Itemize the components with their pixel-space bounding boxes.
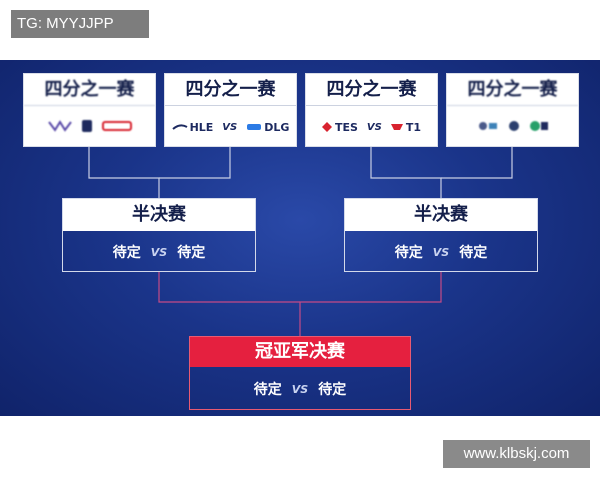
dlg-logo-icon [247, 124, 262, 130]
connector-qf4 [441, 147, 513, 179]
quarterfinal-card-2: 四分之一赛 HLE VS DLG [164, 73, 297, 147]
team-logo-2 [81, 119, 93, 136]
final-card: 冠亚军决赛 待定 VS 待定 [189, 336, 411, 410]
team-logo-6 [529, 120, 549, 135]
bracket-connectors [88, 147, 513, 336]
connector-qf3 [370, 147, 442, 198]
quarterfinal-card-3: 四分之一赛 TES VS T1 [305, 73, 438, 147]
vs-label: VS [432, 245, 450, 259]
vs-label: VS [150, 245, 168, 259]
connector-qf1 [88, 147, 160, 198]
vs-label: VS [366, 121, 382, 133]
hle-logo-icon [171, 124, 188, 130]
team-hle: HLE [171, 121, 213, 134]
tes-logo-icon [321, 122, 332, 132]
final-title: 冠亚军决赛 [190, 337, 410, 367]
semifinal-match: 待定 VS 待定 [63, 231, 255, 273]
team-logo-1 [47, 119, 72, 135]
quarterfinal-match: HLE VS DLG [165, 106, 296, 148]
quarterfinal-match [24, 106, 155, 148]
team-a-tbd: 待定 [112, 245, 141, 261]
semifinal-card-1: 半决赛 待定 VS 待定 [62, 198, 256, 272]
semifinal-title: 半决赛 [345, 199, 537, 231]
watermark-bottom: www.klbskj.com [443, 440, 590, 468]
semifinal-title: 半决赛 [63, 199, 255, 231]
team-b-tbd: 待定 [177, 245, 206, 261]
quarterfinal-card-4: 四分之一赛 [446, 73, 579, 147]
connector-qf2 [159, 147, 231, 179]
quarterfinal-title: 四分之一赛 [24, 74, 155, 106]
team-tes: TES [321, 121, 358, 134]
t1-logo-icon [390, 124, 403, 130]
quarterfinal-title: 四分之一赛 [165, 74, 296, 106]
team-a-tbd: 待定 [253, 382, 282, 398]
quarterfinal-match: TES VS T1 [306, 106, 437, 148]
quarterfinal-match [447, 106, 578, 148]
team-logo-5 [508, 120, 520, 135]
connector-sf1 [158, 272, 300, 303]
team-logo-4 [477, 120, 499, 135]
quarterfinal-title: 四分之一赛 [306, 74, 437, 106]
watermark-top: TG: MYYJJPP [11, 10, 149, 38]
semifinal-card-2: 半决赛 待定 VS 待定 [344, 198, 538, 272]
team-logo-3 [101, 120, 132, 135]
team-b-tbd: 待定 [318, 382, 347, 398]
quarterfinal-title: 四分之一赛 [447, 74, 578, 106]
vs-label: VS [291, 382, 309, 396]
bracket-panel: 四分之一赛 四分之一赛 HLE VS DLG [0, 60, 600, 416]
team-dlg: DLG [246, 121, 289, 134]
team-t1: T1 [390, 121, 421, 134]
vs-label: VS [222, 121, 238, 133]
final-match: 待定 VS 待定 [190, 367, 410, 411]
quarterfinal-card-1: 四分之一赛 [23, 73, 156, 147]
connector-sf2 [299, 272, 442, 336]
team-b-tbd: 待定 [459, 245, 488, 261]
team-a-tbd: 待定 [394, 245, 423, 261]
semifinal-match: 待定 VS 待定 [345, 231, 537, 273]
